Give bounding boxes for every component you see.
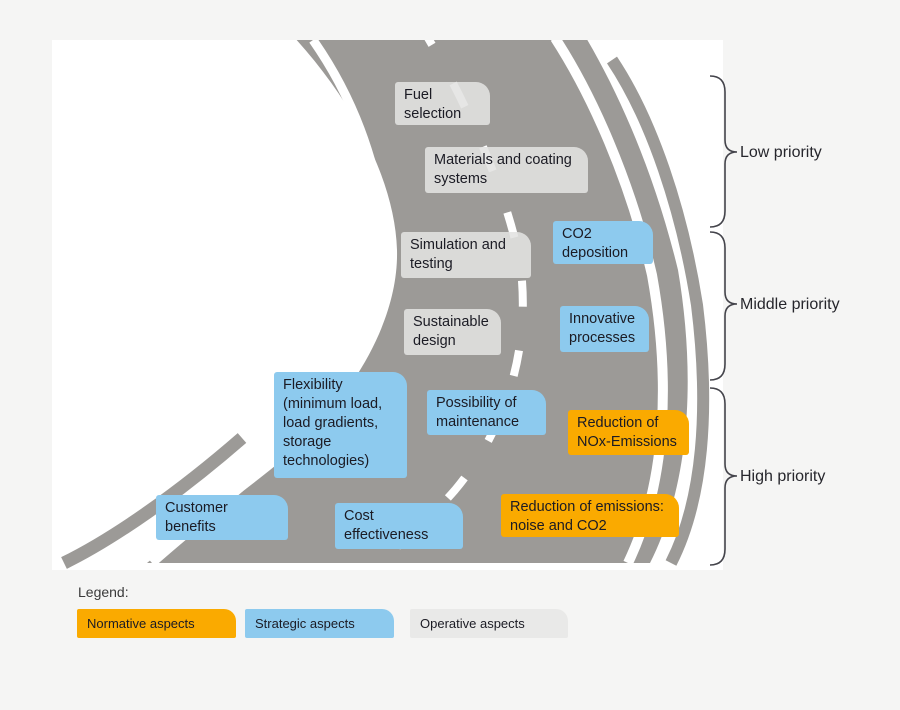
middle-priority-brace [709,231,738,381]
node-simulation-testing: Simulation and testing [401,232,531,278]
high-priority-label: High priority [740,468,826,485]
node-cost-effectiveness: Cost effectiveness [335,503,463,549]
node-flexibility: Flexibility (minimum load, load gradient… [274,372,407,478]
node-reduction-emissions: Reduction of emissions: noise and CO2 [501,494,679,537]
middle-priority-label: Middle priority [740,296,840,313]
legend-item-strategic: Strategic aspects [245,609,394,638]
node-co2-deposition: CO2 deposition [553,221,653,264]
node-possibility-maintenance: Possibility of maintenance [427,390,546,435]
node-fuel-selection: Fuel selection [395,82,490,125]
legend-item-normative: Normative aspects [77,609,236,638]
high-priority-brace [709,387,738,566]
node-sustainable-design: Sustainable design [404,309,501,355]
node-customer-benefits: Customer benefits [156,495,288,540]
legend-item-operative: Operative aspects [410,609,568,638]
low-priority-brace [709,75,738,228]
road-right-edge-line [550,40,668,566]
road-outer-stripe-left [61,433,247,569]
low-priority-label: Low priority [740,144,822,161]
node-materials-coating: Materials and coating systems [425,147,588,193]
legend-title: Legend: [78,584,129,600]
node-reduction-nox: Reduction of NOx-Emissions [568,410,689,455]
node-innovative-processes: Innovative processes [560,306,649,352]
road-outer-stripe-right [607,56,710,566]
